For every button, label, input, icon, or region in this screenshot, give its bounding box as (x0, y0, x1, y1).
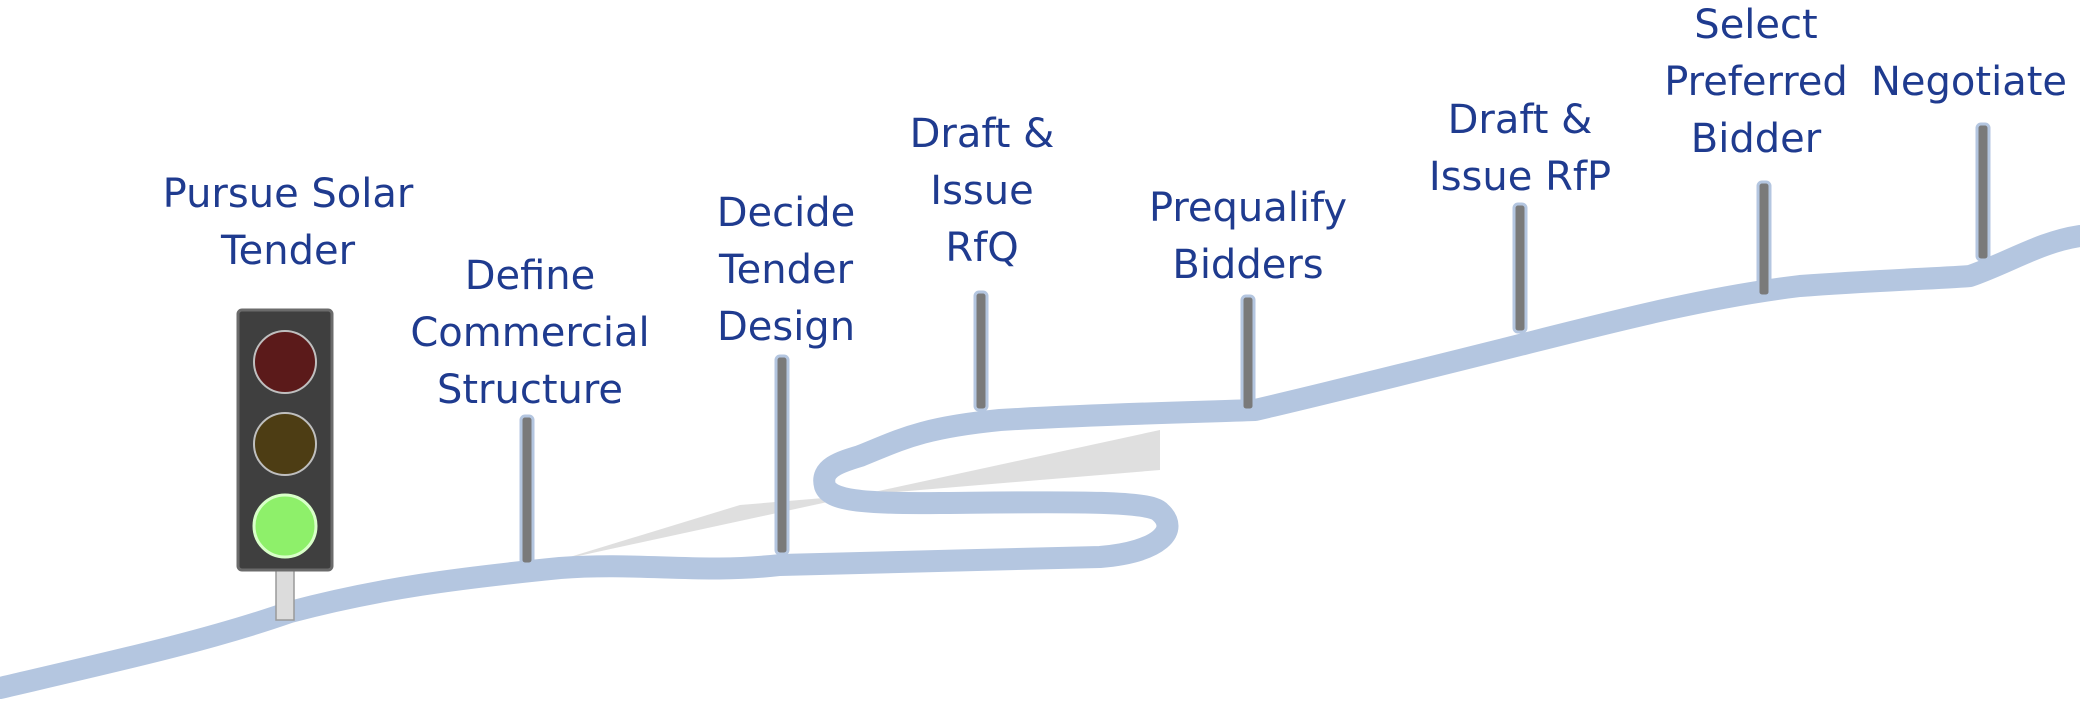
red-light (253, 330, 317, 394)
milestone-pole (519, 414, 535, 566)
milestone-label-negotiate: Negotiate (1871, 59, 2067, 105)
milestone-pole (1512, 202, 1528, 334)
traffic-light-icon (236, 308, 334, 621)
milestone-pole (1240, 294, 1256, 412)
amber-light (253, 412, 317, 476)
milestone-label-prequalify-bidders: Prequalify Bidders (1148, 185, 1348, 288)
milestone-label-draft-issue-rfp: Draft & Issue RfP (1428, 97, 1612, 200)
milestone-poles (519, 122, 1991, 566)
milestone-pole (973, 290, 989, 412)
milestone-label-define-commercial-structure: Define Commercial Structure (410, 253, 650, 413)
traffic-light-post (275, 569, 295, 621)
milestone-label-select-preferred-bidder: Select Preferred Bidder (1664, 2, 1848, 162)
milestone-pole (1756, 180, 1772, 298)
milestone-label-pursue-solar-tender: Pursue Solar Tender (162, 171, 414, 274)
milestone-label-decide-tender-design: Decide Tender Design (716, 190, 856, 350)
milestone-pole (774, 354, 790, 556)
road-path (0, 225, 2080, 699)
milestone-pole (1975, 122, 1991, 262)
green-light (252, 493, 318, 559)
milestone-label-draft-issue-rfq: Draft & Issue RfQ (909, 111, 1055, 271)
